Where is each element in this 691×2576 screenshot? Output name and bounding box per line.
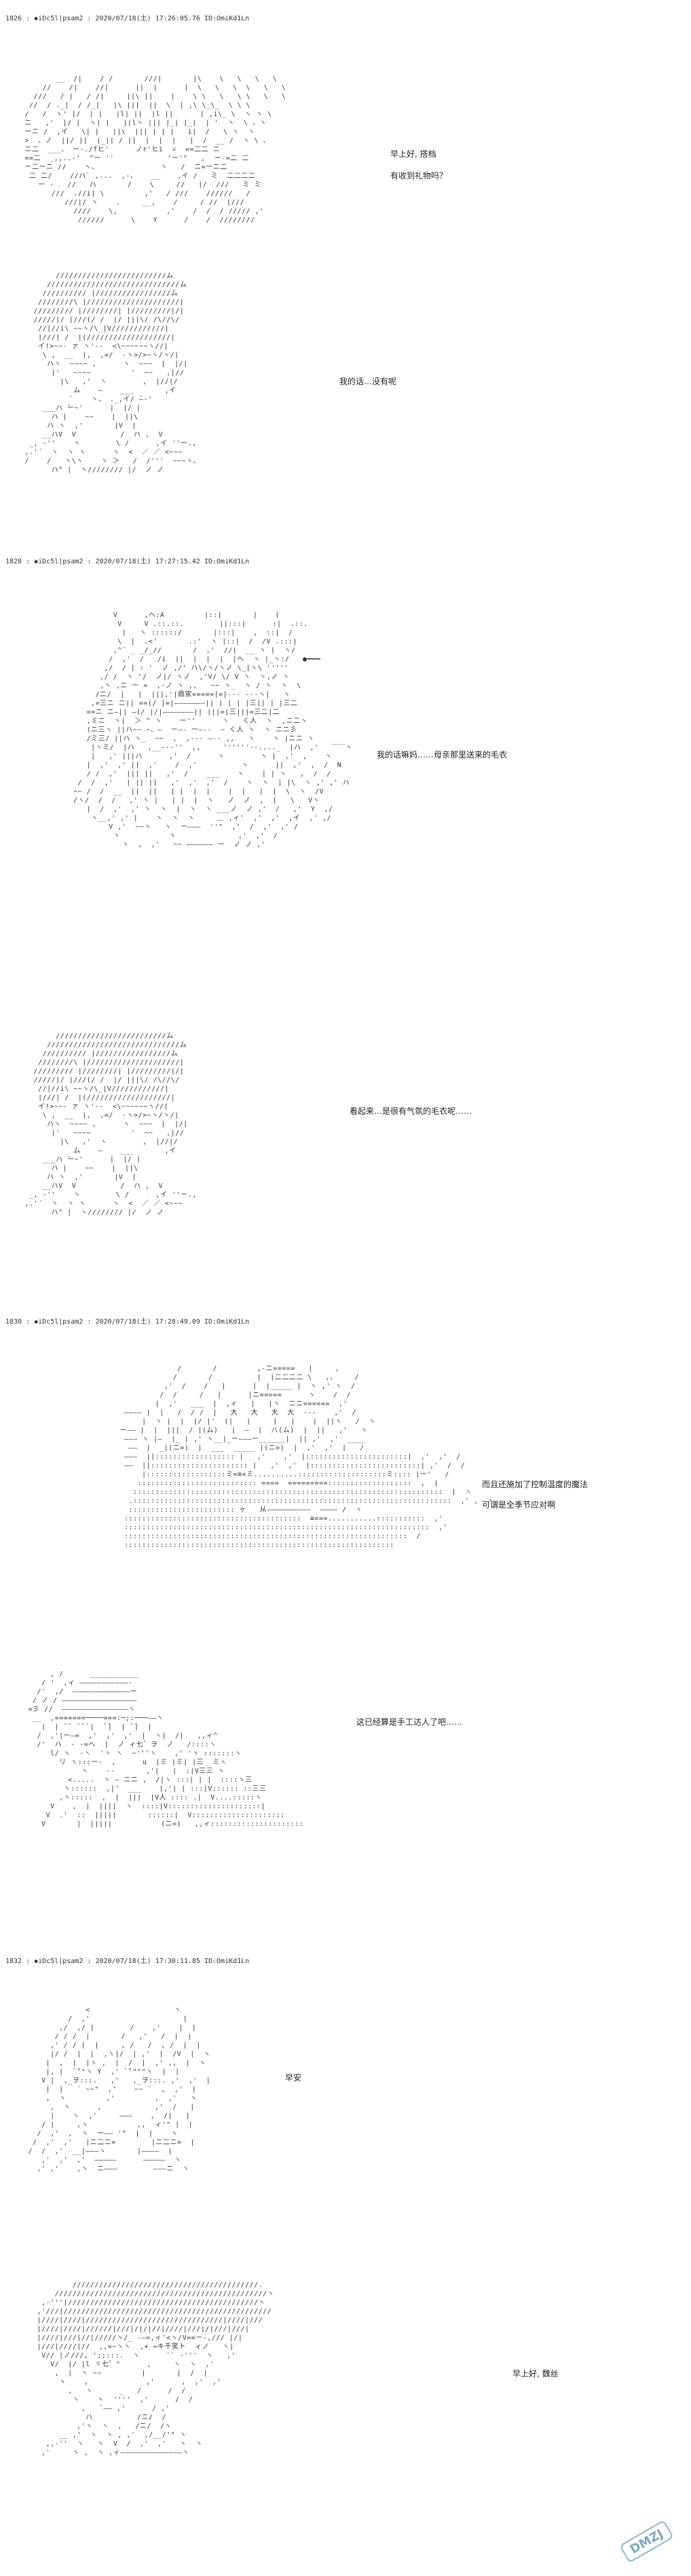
dialog-line: 有收到礼物吗？	[390, 171, 448, 181]
ascii-art-figure: V ,ヘ:A |::| | ( V V .::.::. ||:::| :| .:…	[73, 612, 353, 848]
ascii-art-figure: / / ,-ニ===== | , / / | |二二二二 \ ,、 / ,' /…	[119, 1365, 495, 1549]
dialog-line: 早上好, 搭档	[390, 149, 436, 159]
ascii-art-figure: __ /| / / ///| |\ \ \ \ \ // /| //| || |…	[24, 75, 286, 224]
post-header: 1830 : ◆iDc5l|psam2 : 2020/07/18(土) 17:2…	[5, 1318, 250, 1326]
post-header: 1828 : ◆iDc5l|psam2 : 2020/07/18(土) 17:2…	[5, 558, 250, 565]
ascii-art-figure: , / ___________ / ' ,ィ ―――――――――――- /' ,…	[28, 1670, 304, 1828]
ascii-art-figure: < ヽ / ,' | ,/ ,/ | / ,' | | / / / | / ,'…	[28, 2006, 211, 2173]
dialog-line: 早上好, 魏丝	[512, 2369, 559, 2378]
dialog-line: 我的话嘛妈……母亲那里送来的毛衣	[377, 750, 508, 760]
dialog-line: 我的话…没有呢	[339, 377, 397, 386]
ascii-art-figure: /////////////////////////ム /////////////…	[24, 272, 201, 474]
dialog-line: 早安	[285, 2073, 302, 2083]
dialog-line: 这已经算是手工达人了吧……	[356, 1717, 463, 1727]
ascii-art-figure: ////////////////////////////////////////…	[37, 2281, 275, 2457]
post-header: 1832 : ◆iDc5l|psam2 : 2020/07/18(土) 17:3…	[5, 1958, 250, 1965]
dialog-line: 看起来…是很有气氛的毛衣呢……	[350, 1106, 472, 1116]
watermark-logo: DMZJ	[610, 2512, 684, 2573]
dialog-line: 而且还施加了控制温度的魔法	[482, 1480, 589, 1489]
watermark-icon: DMZJ	[620, 2521, 673, 2562]
ascii-art-figure: /////////////////////////ム /////////////…	[24, 1032, 197, 1216]
dialog-line: 可谓是全季节应对啊	[482, 1500, 556, 1510]
post-header: 1826 : ◆iDc5l|psam2 : 2020/07/18(土) 17:2…	[5, 15, 250, 22]
